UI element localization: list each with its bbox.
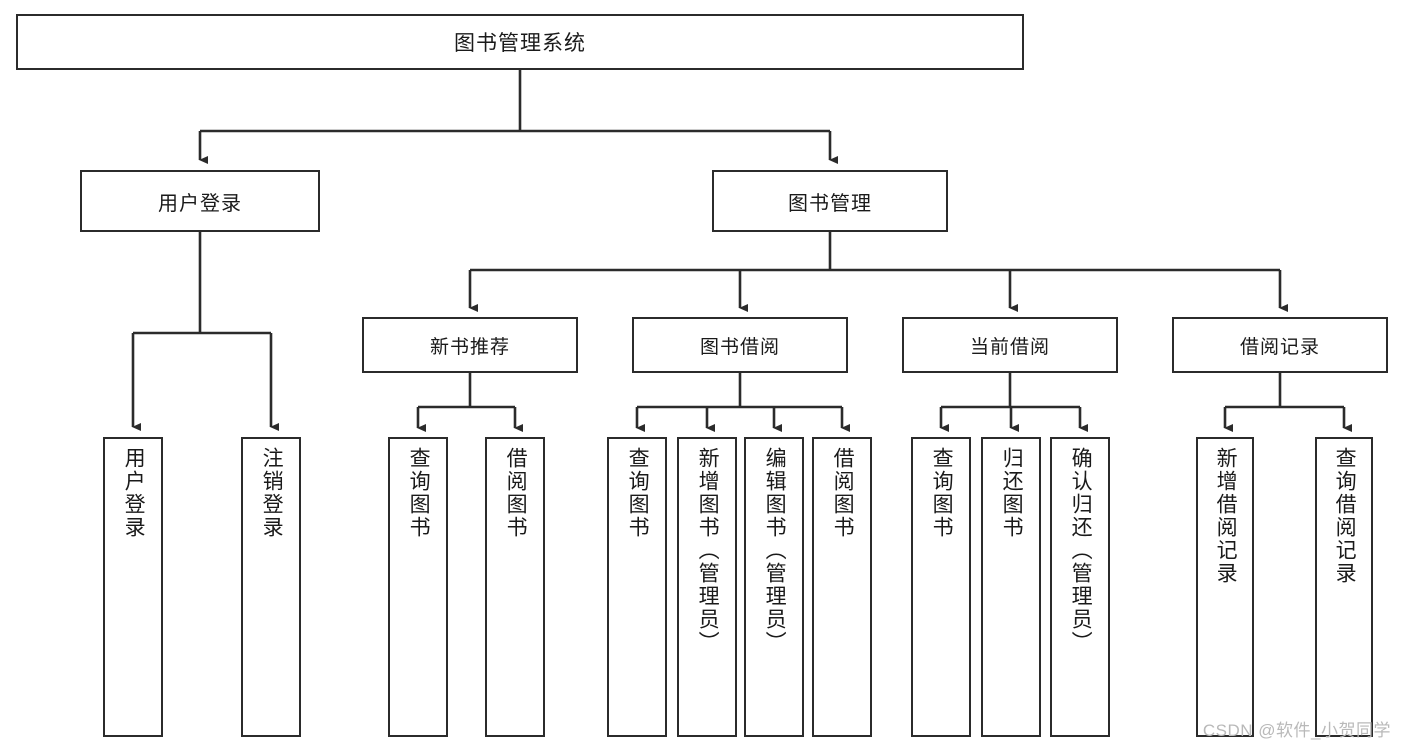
node-book-borrow[interactable]: 图书借阅 [632, 317, 848, 373]
node-label: 查询图书 [407, 447, 431, 539]
node-borrow-record[interactable]: 借阅记录 [1172, 317, 1388, 373]
node-label: 查询借阅记录 [1333, 447, 1357, 585]
node-leaf-add-borrow-record[interactable]: 新增借阅记录 [1196, 437, 1254, 737]
node-new-book-recommend[interactable]: 新书推荐 [362, 317, 578, 373]
node-leaf-query-borrow-record[interactable]: 查询借阅记录 [1315, 437, 1373, 737]
node-label: 确认归还（管理员） [1069, 447, 1093, 654]
node-label: 注销登录 [260, 447, 284, 539]
node-label: 新书推荐 [429, 336, 510, 358]
node-leaf-borrow-book-1[interactable]: 借阅图书 [485, 437, 545, 737]
node-label: 查询图书 [930, 447, 954, 539]
node-leaf-confirm-return-admin[interactable]: 确认归还（管理员） [1050, 437, 1110, 737]
node-leaf-add-book-admin[interactable]: 新增图书（管理员） [677, 437, 737, 737]
node-leaf-query-book-3[interactable]: 查询图书 [911, 437, 971, 737]
node-leaf-query-book-2[interactable]: 查询图书 [607, 437, 667, 737]
node-book-management[interactable]: 图书管理 [712, 170, 948, 232]
node-leaf-user-login[interactable]: 用户登录 [103, 437, 163, 737]
csdn-watermark: CSDN @软件_小贺同学 [1202, 721, 1391, 740]
node-label: 图书借阅 [699, 336, 780, 358]
node-leaf-query-book-1[interactable]: 查询图书 [388, 437, 448, 737]
node-current-borrow[interactable]: 当前借阅 [902, 317, 1118, 373]
node-label: 新增图书（管理员） [696, 447, 720, 654]
node-leaf-return-book[interactable]: 归还图书 [981, 437, 1041, 737]
node-label: 图书管理 [788, 192, 872, 215]
node-label: 借阅记录 [1239, 336, 1320, 358]
node-label: 新增借阅记录 [1214, 447, 1238, 585]
node-label: 图书管理系统 [454, 32, 586, 55]
node-leaf-borrow-book-2[interactable]: 借阅图书 [812, 437, 872, 737]
node-user-login[interactable]: 用户登录 [80, 170, 320, 232]
node-label: 归还图书 [1000, 447, 1024, 539]
node-label: 借阅图书 [831, 447, 855, 539]
node-leaf-edit-book-admin[interactable]: 编辑图书（管理员） [744, 437, 804, 737]
node-label: 用户登录 [158, 192, 242, 215]
node-label: 借阅图书 [504, 447, 528, 539]
node-leaf-logout-login[interactable]: 注销登录 [241, 437, 301, 737]
node-root-system[interactable]: 图书管理系统 [16, 14, 1024, 70]
node-label: 当前借阅 [969, 336, 1050, 358]
node-label: 用户登录 [122, 447, 146, 539]
node-label: 查询图书 [626, 447, 650, 539]
node-label: 编辑图书（管理员） [763, 447, 787, 654]
